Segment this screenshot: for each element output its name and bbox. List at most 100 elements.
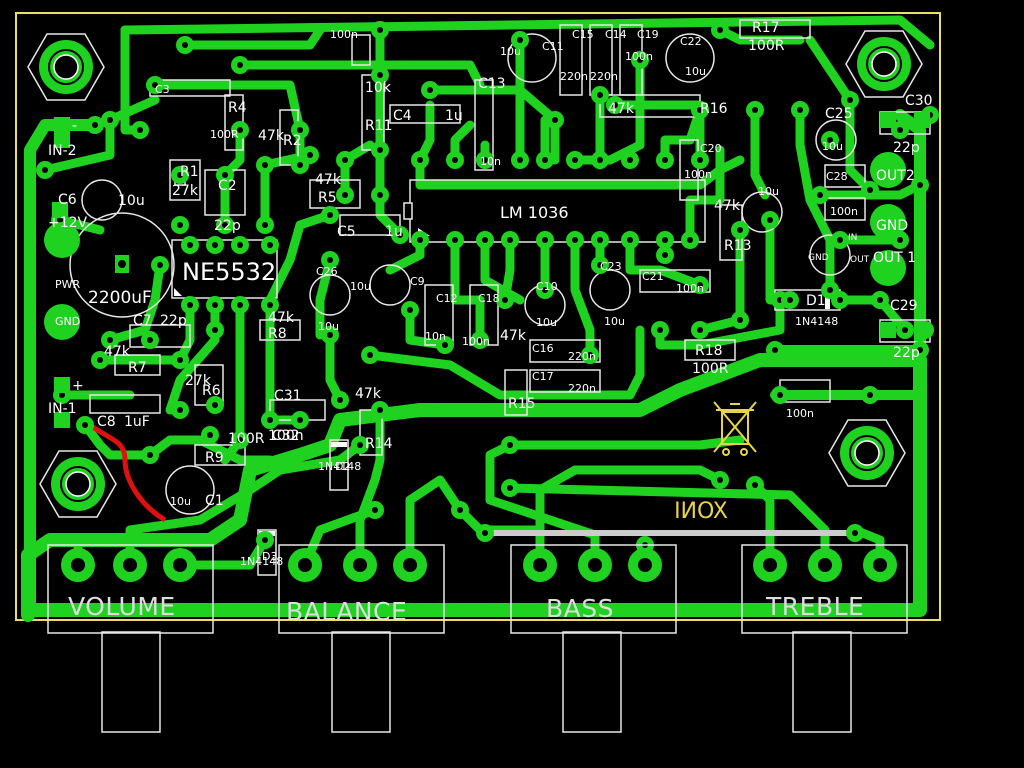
- pad-drill: [867, 392, 873, 398]
- pad-drill: [452, 157, 458, 163]
- svg-text:C15: C15: [572, 28, 594, 41]
- svg-text:OUT: OUT: [850, 255, 870, 265]
- square-pad: [880, 112, 896, 128]
- svg-text:10n: 10n: [480, 155, 501, 168]
- pad-drill: [262, 537, 268, 543]
- svg-text:22p: 22p: [893, 345, 920, 361]
- pot-label-volume: VOLUME: [68, 592, 176, 621]
- svg-text:C14: C14: [605, 28, 627, 41]
- pad-drill: [307, 152, 313, 158]
- pad-drill: [342, 157, 348, 163]
- pad-drill: [177, 172, 183, 178]
- pad-drill: [542, 287, 548, 293]
- pad-drill: [177, 407, 183, 413]
- pad-drill: [737, 317, 743, 323]
- svg-text:100n: 100n: [684, 168, 712, 181]
- pad-drill: [697, 107, 703, 113]
- pad-drill: [212, 302, 218, 308]
- red-jumper-wire: [88, 422, 167, 523]
- square-pad: [914, 112, 930, 128]
- pad-drill: [597, 262, 603, 268]
- pot-pad-drill: [173, 558, 187, 572]
- svg-text:R6: R6: [202, 383, 221, 399]
- pad-drill: [637, 57, 643, 63]
- pad-drill: [147, 337, 153, 343]
- svg-text:10n: 10n: [425, 330, 446, 343]
- svg-text:IN: IN: [848, 233, 857, 243]
- svg-text:C32: C32: [272, 428, 300, 444]
- pot-label-treble: TREBLE: [765, 592, 864, 621]
- pad-drill: [342, 192, 348, 198]
- out1-label: OUT 1: [873, 250, 916, 266]
- svg-text:C17: C17: [532, 370, 554, 383]
- svg-text:27k: 27k: [185, 373, 212, 389]
- svg-text:C13: C13: [478, 76, 506, 92]
- svg-text:+: +: [72, 378, 84, 394]
- pad-drill: [597, 92, 603, 98]
- pad-drill: [572, 237, 578, 243]
- pad-drill: [297, 127, 303, 133]
- svg-text:R13: R13: [724, 238, 752, 254]
- pad-drill: [327, 332, 333, 338]
- svg-text:100R: 100R: [228, 431, 265, 447]
- terminal-pad: [44, 304, 80, 340]
- pad-drill: [137, 127, 143, 133]
- pad-drill: [207, 432, 213, 438]
- pad-drill: [452, 237, 458, 243]
- svg-text:47k: 47k: [608, 101, 635, 117]
- square-pad: [880, 322, 896, 338]
- pad-drill: [157, 262, 163, 268]
- svg-text:-: -: [72, 118, 77, 134]
- svg-text:10u: 10u: [758, 185, 779, 198]
- svg-text:R18: R18: [695, 343, 723, 359]
- pad-drill: [477, 337, 483, 343]
- square-pad: [52, 202, 68, 218]
- svg-text:100n: 100n: [786, 407, 814, 420]
- pot-pad-drill: [298, 558, 312, 572]
- svg-text:C19: C19: [637, 28, 659, 41]
- pad-drill: [222, 222, 228, 228]
- svg-text:100n: 100n: [462, 335, 490, 348]
- pot-pad-drill: [873, 558, 887, 572]
- pot-pad-drill: [353, 558, 367, 572]
- pad-drill: [717, 477, 723, 483]
- svg-text:1N4148: 1N4148: [318, 460, 361, 473]
- pad-drill: [267, 242, 273, 248]
- board-outline: [15, 12, 941, 621]
- pad-drill: [147, 452, 153, 458]
- pad-drill: [697, 327, 703, 333]
- svg-text:R16: R16: [700, 101, 728, 117]
- svg-text:C28: C28: [826, 170, 848, 183]
- svg-text:C20: C20: [700, 142, 722, 155]
- svg-text:R11: R11: [365, 118, 393, 134]
- svg-text:C6: C6: [58, 192, 77, 208]
- pads: [36, 21, 939, 582]
- svg-text:1uF: 1uF: [124, 414, 150, 430]
- pad-drill: [817, 192, 823, 198]
- pad-drill: [627, 157, 633, 163]
- svg-text:100R: 100R: [210, 128, 239, 141]
- pad-drill: [407, 307, 413, 313]
- out2-label: OUT2: [876, 168, 915, 184]
- pad-drill: [297, 162, 303, 168]
- svg-text:10u: 10u: [318, 320, 339, 333]
- pad-drill: [82, 422, 88, 428]
- power-capacitor: [69, 212, 175, 318]
- svg-text:D2: D2: [335, 460, 350, 473]
- svg-text:C4: C4: [393, 108, 412, 124]
- svg-text:27k: 27k: [172, 183, 199, 199]
- svg-text:1u: 1u: [445, 108, 463, 124]
- pad-drill: [42, 167, 48, 173]
- pad-drill: [327, 257, 333, 263]
- svg-text:100n: 100n: [330, 28, 358, 41]
- svg-text:R15: R15: [508, 396, 536, 412]
- pad-drill: [877, 297, 883, 303]
- pad-drill: [212, 327, 218, 333]
- pad-drill: [337, 397, 343, 403]
- svg-text:10u: 10u: [350, 280, 371, 293]
- pad-drill: [187, 302, 193, 308]
- mounting-holes: [27, 30, 923, 518]
- svg-text:C25: C25: [825, 106, 853, 122]
- svg-text:220n: 220n: [560, 70, 588, 83]
